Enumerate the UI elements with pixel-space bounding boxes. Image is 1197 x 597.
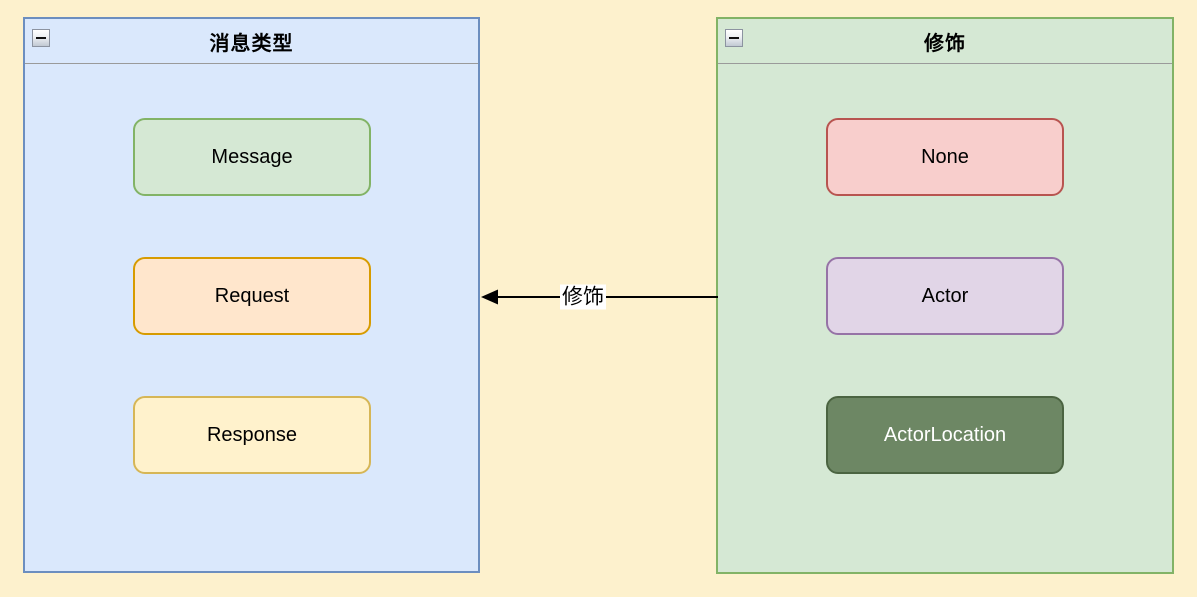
edge-modifier-arrow[interactable] — [478, 283, 720, 311]
group-title: 修饰 — [924, 32, 966, 55]
collapse-button[interactable] — [725, 29, 743, 47]
group-title: 消息类型 — [209, 32, 294, 55]
node-message-label: Message — [211, 145, 293, 168]
node-response-label: Response — [206, 423, 298, 446]
node-actor[interactable]: Actor — [826, 257, 1064, 335]
edge-label: 修饰 — [560, 284, 606, 310]
node-none-label: None — [921, 145, 969, 168]
minus-icon — [36, 37, 46, 39]
arrowhead-icon — [481, 289, 498, 305]
group-modifiers-header: 修饰 — [718, 19, 1172, 64]
node-response[interactable]: Response — [133, 396, 371, 474]
collapse-button[interactable] — [32, 29, 50, 47]
group-modifiers[interactable]: 修饰 None Actor ActorLocation — [716, 17, 1174, 574]
node-actorlocation[interactable]: ActorLocation — [826, 396, 1064, 474]
group-message-types-header: 消息类型 — [25, 19, 478, 64]
node-request[interactable]: Request — [133, 257, 371, 335]
node-actor-label: Actor — [921, 284, 969, 307]
group-message-types[interactable]: 消息类型 Message Request Response — [23, 17, 480, 573]
minus-icon — [729, 37, 739, 39]
node-actorlocation-label: ActorLocation — [883, 423, 1007, 446]
node-message[interactable]: Message — [133, 118, 371, 196]
node-none[interactable]: None — [826, 118, 1064, 196]
node-request-label: Request — [214, 284, 290, 307]
